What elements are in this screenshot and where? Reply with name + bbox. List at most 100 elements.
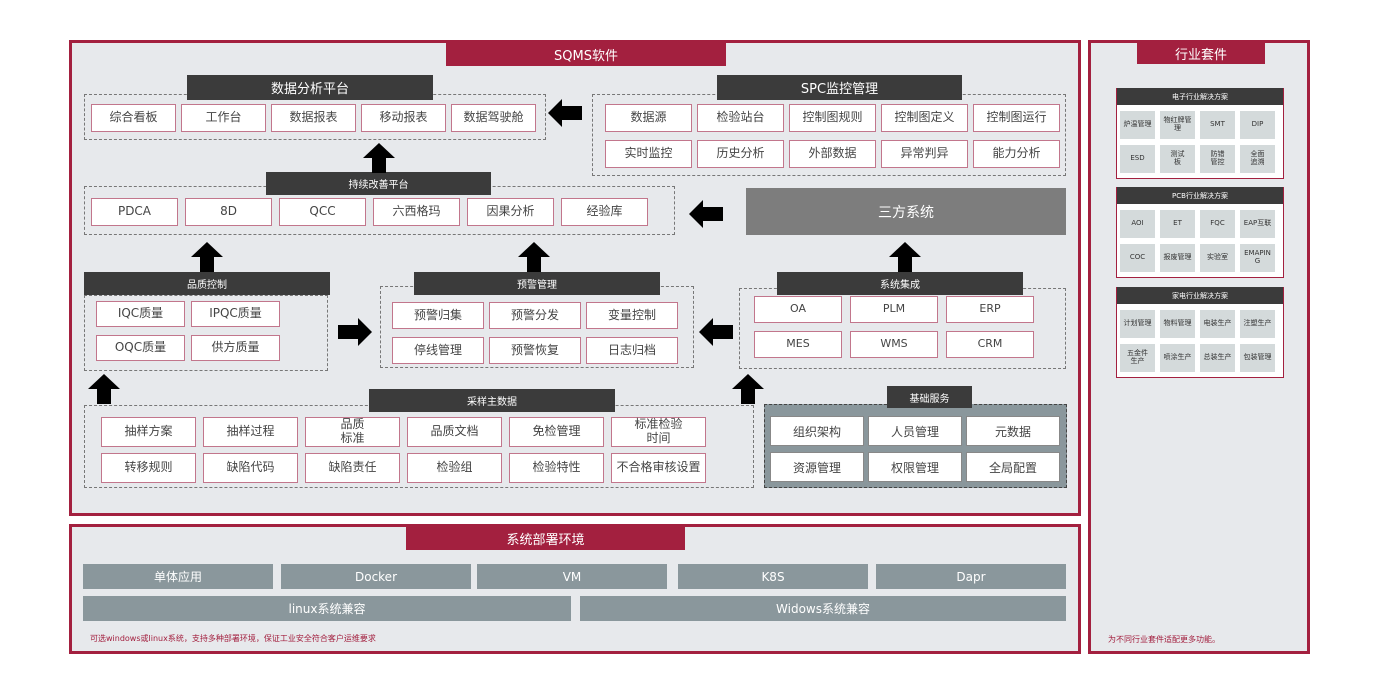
deploy-env-item: Dapr bbox=[876, 564, 1066, 589]
master-item: 检验组 bbox=[407, 453, 502, 483]
improve-item: 因果分析 bbox=[467, 198, 554, 226]
master-item: 不合格审核设置 bbox=[611, 453, 706, 483]
improve-item: PDCA bbox=[91, 198, 178, 226]
warning-item: 预警恢复 bbox=[489, 337, 581, 364]
analysis-item: 数据报表 bbox=[271, 104, 356, 132]
arrow-left-icon bbox=[689, 200, 723, 228]
quality-item: IPQC质量 bbox=[191, 301, 280, 327]
master-item: 免检管理 bbox=[509, 417, 604, 447]
analysis-title: 数据分析平台 bbox=[187, 75, 433, 100]
integration-title: 系统集成 bbox=[777, 272, 1023, 295]
deploy-env-item: K8S bbox=[678, 564, 868, 589]
master-item: 检验特性 bbox=[509, 453, 604, 483]
master-item: 品质文档 bbox=[407, 417, 502, 447]
improve-item: 六西格玛 bbox=[373, 198, 460, 226]
arrow-up-icon bbox=[88, 374, 120, 404]
industry-item: 五金件 生产 bbox=[1120, 344, 1155, 372]
arrow-up-icon bbox=[191, 242, 223, 272]
spc-item: 历史分析 bbox=[697, 140, 784, 168]
quality-group bbox=[84, 295, 328, 371]
industry-item: DIP bbox=[1240, 111, 1275, 139]
warning-item: 停线管理 bbox=[392, 337, 484, 364]
improve-title: 持续改善平台 bbox=[266, 172, 491, 195]
industry-item: 包装管理 bbox=[1240, 344, 1275, 372]
industry-item: 测试 板 bbox=[1160, 145, 1195, 173]
industry-item: 电装生产 bbox=[1200, 310, 1235, 338]
quality-item: 供方质量 bbox=[191, 335, 280, 361]
deploy-env-item: Docker bbox=[281, 564, 471, 589]
integration-item: MES bbox=[754, 331, 842, 358]
analysis-item: 综合看板 bbox=[91, 104, 176, 132]
arrow-left-icon bbox=[548, 99, 582, 127]
improve-item: 经验库 bbox=[561, 198, 648, 226]
improve-item: 8D bbox=[185, 198, 272, 226]
deploy-os-item: Widows系统兼容 bbox=[580, 596, 1066, 621]
industry-group-title: 电子行业解决方案 bbox=[1117, 88, 1283, 105]
quality-item: IQC质量 bbox=[96, 301, 185, 327]
arrow-up-icon bbox=[889, 242, 921, 272]
quality-item: OQC质量 bbox=[96, 335, 185, 361]
industry-item: 报废管理 bbox=[1160, 244, 1195, 272]
spc-item: 控制图运行 bbox=[973, 104, 1060, 132]
spc-item: 控制图规则 bbox=[789, 104, 876, 132]
integration-item: PLM bbox=[850, 296, 938, 323]
deploy-env-item: 单体应用 bbox=[83, 564, 273, 589]
deploy-env-item: VM bbox=[477, 564, 667, 589]
deploy-os-item: linux系统兼容 bbox=[83, 596, 571, 621]
arrow-up-icon bbox=[518, 242, 550, 272]
industry-item: 全面 追溯 bbox=[1240, 145, 1275, 173]
industry-item: 物料管理 bbox=[1160, 310, 1195, 338]
arrow-right-icon bbox=[338, 318, 372, 346]
warning-title: 预警管理 bbox=[414, 272, 660, 295]
quality-title: 品质控制 bbox=[84, 272, 330, 295]
industry-item: 炉温管理 bbox=[1120, 111, 1155, 139]
master-item: 标准检验 时间 bbox=[611, 417, 706, 447]
industry-title: 行业套件 bbox=[1137, 42, 1265, 64]
master-item: 转移规则 bbox=[101, 453, 196, 483]
master-item: 缺陷责任 bbox=[305, 453, 400, 483]
base-item: 组织架构 bbox=[770, 416, 864, 446]
base-item: 全局配置 bbox=[966, 452, 1060, 482]
industry-group-title: 家电行业解决方案 bbox=[1117, 287, 1283, 304]
arrow-left-icon bbox=[699, 318, 733, 346]
spc-item: 控制图定义 bbox=[881, 104, 968, 132]
improve-item: QCC bbox=[279, 198, 366, 226]
arrow-up-icon bbox=[732, 374, 764, 404]
industry-item: EMAPIN G bbox=[1240, 244, 1275, 272]
industry-item: COC bbox=[1120, 244, 1155, 272]
base-item: 资源管理 bbox=[770, 452, 864, 482]
third-party-block: 三方系统 bbox=[746, 188, 1066, 235]
industry-item: FQC bbox=[1200, 210, 1235, 238]
master-item: 抽样过程 bbox=[203, 417, 298, 447]
master-item: 抽样方案 bbox=[101, 417, 196, 447]
industry-item: 物红牌管 理 bbox=[1160, 111, 1195, 139]
integration-item: CRM bbox=[946, 331, 1034, 358]
spc-item: 能力分析 bbox=[973, 140, 1060, 168]
industry-group-title: PCB行业解决方案 bbox=[1117, 187, 1283, 204]
industry-item: 注塑生产 bbox=[1240, 310, 1275, 338]
spc-item: 异常判异 bbox=[881, 140, 968, 168]
industry-item: EAP互联 bbox=[1240, 210, 1275, 238]
analysis-item: 移动报表 bbox=[361, 104, 446, 132]
deploy-note: 可选windows或linux系统，支持多种部署环境，保证工业安全符合客户运维要… bbox=[90, 634, 376, 643]
warning-item: 预警分发 bbox=[489, 302, 581, 329]
industry-item: 防错 管控 bbox=[1200, 145, 1235, 173]
base-item: 权限管理 bbox=[868, 452, 962, 482]
integration-item: ERP bbox=[946, 296, 1034, 323]
industry-item: ESD bbox=[1120, 145, 1155, 173]
sqms-title: SQMS软件 bbox=[446, 42, 726, 66]
arrow-up-icon bbox=[363, 143, 395, 173]
industry-item: SMT bbox=[1200, 111, 1235, 139]
spc-item: 实时监控 bbox=[605, 140, 692, 168]
integration-item: WMS bbox=[850, 331, 938, 358]
spc-item: 外部数据 bbox=[789, 140, 876, 168]
industry-item: 喷涂生产 bbox=[1160, 344, 1195, 372]
warning-item: 预警归集 bbox=[392, 302, 484, 329]
master-title: 采样主数据 bbox=[369, 389, 615, 412]
industry-item: ET bbox=[1160, 210, 1195, 238]
base-item: 元数据 bbox=[966, 416, 1060, 446]
warning-item: 日志归档 bbox=[586, 337, 678, 364]
warning-item: 变量控制 bbox=[586, 302, 678, 329]
analysis-item: 数据驾驶舱 bbox=[451, 104, 536, 132]
industry-item: 实验室 bbox=[1200, 244, 1235, 272]
